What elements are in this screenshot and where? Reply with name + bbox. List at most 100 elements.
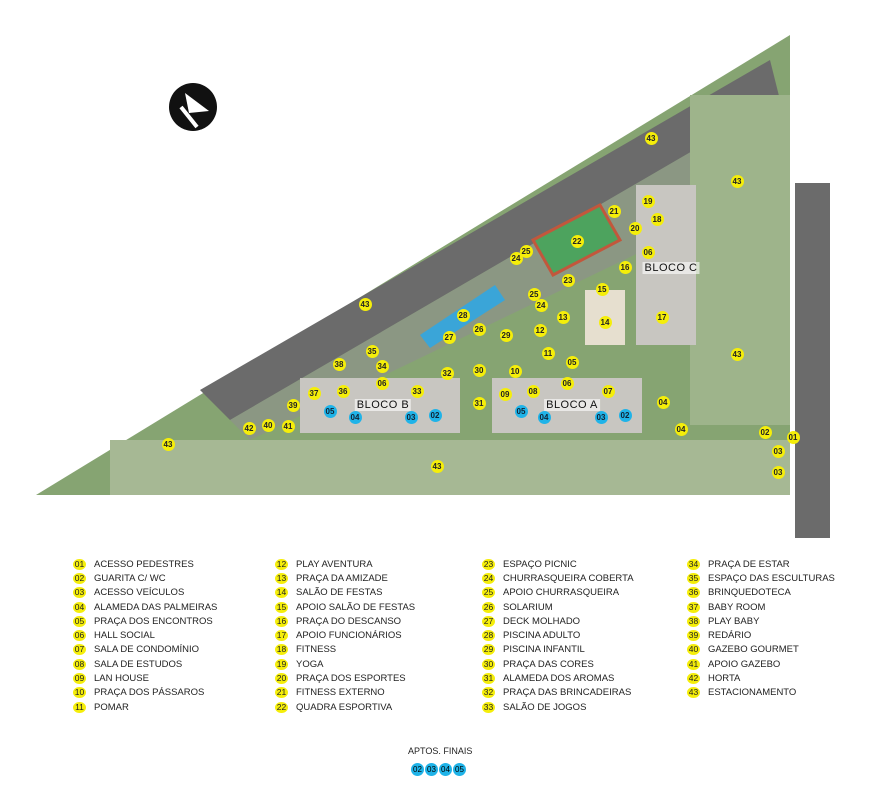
legend-number: 01	[73, 558, 86, 570]
apartment-final-badge: 05	[453, 763, 466, 776]
map-marker: 39	[286, 398, 300, 412]
legend-number: 35	[687, 572, 700, 584]
legend-label: PLAY BABY	[708, 615, 760, 627]
side-road	[795, 183, 830, 538]
map-marker: 43	[730, 174, 744, 188]
legend-label: APOIO CHURRASQUEIRA	[503, 587, 620, 599]
legend-number: 25	[482, 587, 495, 599]
map-marker: 28	[456, 308, 470, 322]
legend-number: 31	[482, 673, 495, 685]
legend-number: 32	[482, 687, 495, 699]
map-marker: 43	[644, 131, 658, 145]
legend-item: 08 SALA DE ESTUDOS	[73, 657, 217, 671]
legend-item: 32 PRAÇA DAS BRINCADEIRAS	[482, 686, 634, 700]
legend-label: HORTA	[708, 673, 741, 685]
legend-label: BABY ROOM	[708, 601, 766, 613]
legend-number: 16	[275, 615, 288, 627]
map-marker: 34	[375, 359, 389, 373]
legend-number: 39	[687, 630, 700, 642]
map-marker: 24	[534, 298, 548, 312]
legend-number: 18	[275, 644, 288, 656]
map-marker: 43	[430, 459, 444, 473]
legend-label: PRAÇA DAS BRINCADEIRAS	[503, 687, 632, 699]
legend-number: 27	[482, 615, 495, 627]
map-marker: 03	[771, 444, 785, 458]
block-label: BLOCO A	[544, 399, 600, 411]
map-marker: 43	[358, 297, 372, 311]
legend-label: FITNESS	[296, 644, 337, 656]
legend-number: 03	[73, 587, 86, 599]
legend-label: PLAY AVENTURA	[296, 558, 373, 570]
compass-logo-icon	[169, 83, 217, 131]
legend-number: 36	[687, 587, 700, 599]
legend-item: 13 PRAÇA DA AMIZADE	[275, 571, 415, 585]
legend-label: PRAÇA DA AMIZADE	[296, 572, 388, 584]
apartment-final-marker: 05	[323, 404, 337, 418]
legend-label: YOGA	[296, 658, 324, 670]
map-marker: 13	[556, 310, 570, 324]
map-marker: 36	[336, 384, 350, 398]
legend-item: 25 APOIO CHURRASQUEIRA	[482, 586, 634, 600]
legend-label: SALA DE ESTUDOS	[94, 658, 183, 670]
map-marker: 09	[498, 387, 512, 401]
map-marker: 07	[601, 384, 615, 398]
legend-number: 40	[687, 644, 700, 656]
block-label: BLOCO C	[642, 262, 700, 274]
map-marker: 26	[472, 322, 486, 336]
legend-label: PRAÇA DOS ESPORTES	[296, 673, 406, 685]
legend-item: 27 DECK MOLHADO	[482, 614, 634, 628]
legend-label: ACESSO PEDESTRES	[94, 558, 194, 570]
legend-number: 13	[275, 572, 288, 584]
map-marker: 43	[730, 347, 744, 361]
map-marker: 04	[674, 422, 688, 436]
legend-label: SALÃO DE JOGOS	[503, 701, 587, 713]
map-marker: 18	[650, 212, 664, 226]
map-marker: 10	[508, 364, 522, 378]
legend-number: 28	[482, 630, 495, 642]
map-marker: 25	[527, 287, 541, 301]
map-marker: 03	[771, 465, 785, 479]
apartment-final-marker: 03	[594, 410, 608, 424]
legend-label: ACESSO VEÍCULOS	[94, 587, 185, 599]
legend-item: 30 PRAÇA DAS CORES	[482, 657, 634, 671]
legend-number: 26	[482, 601, 495, 613]
legend-number: 07	[73, 644, 86, 656]
map-marker: 21	[607, 204, 621, 218]
legend-label: LAN HOUSE	[94, 673, 149, 685]
site-plan-drawing	[36, 35, 830, 538]
map-marker: 16	[618, 260, 632, 274]
legend-label: ESPAÇO PICNIC	[503, 558, 577, 570]
block-label: BLOCO B	[354, 399, 412, 411]
map-marker: 22	[570, 234, 584, 248]
legend-number: 30	[482, 658, 495, 670]
legend-label: ESTACIONAMENTO	[708, 687, 797, 699]
legend-item: 18 FITNESS	[275, 643, 415, 657]
legend-label: ALAMEDA DAS PALMEIRAS	[94, 601, 218, 613]
map-marker: 31	[472, 396, 486, 410]
legend-number: 09	[73, 673, 86, 685]
legend-number: 08	[73, 658, 86, 670]
diagonal-road	[200, 60, 780, 420]
legend-label: PRAÇA DOS ENCONTROS	[94, 615, 213, 627]
legend-label: DECK MOLHADO	[503, 615, 581, 627]
map-marker: 43	[161, 437, 175, 451]
legend-label: POMAR	[94, 701, 129, 713]
legend-label: PRAÇA DAS CORES	[503, 658, 594, 670]
map-marker: 04	[656, 395, 670, 409]
